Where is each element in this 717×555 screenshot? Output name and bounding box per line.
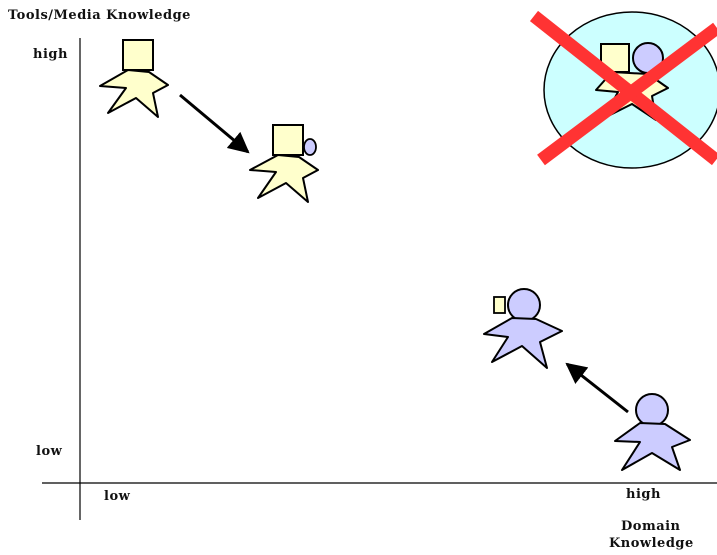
square-head-icon bbox=[272, 124, 304, 156]
x-axis-high-label: high bbox=[626, 487, 661, 502]
square-head-icon bbox=[122, 39, 154, 71]
domain-expert-figure bbox=[614, 393, 691, 471]
arrow-tools-to-learning bbox=[179, 93, 250, 154]
y-axis-low-label: low bbox=[36, 444, 63, 459]
x-axis-title-line2: Knowledge bbox=[609, 536, 694, 551]
circle-head-icon bbox=[635, 393, 669, 427]
domain-expert-learning-figure bbox=[483, 288, 563, 369]
tools-expert-figure bbox=[99, 39, 169, 118]
small-circle-icon bbox=[303, 138, 317, 156]
y-axis-high-label: high bbox=[33, 47, 68, 62]
person-body-icon bbox=[614, 422, 691, 471]
person-body-icon bbox=[99, 69, 169, 118]
x-axis-title-line1: Domain bbox=[621, 519, 681, 534]
y-axis-title: Tools/Media Knowledge bbox=[8, 8, 191, 23]
ideal-person-group bbox=[529, 10, 717, 169]
arrow-domain-to-learning bbox=[565, 362, 629, 414]
cross-icon bbox=[529, 10, 717, 166]
x-axis-low-label: low bbox=[104, 489, 131, 504]
circle-head-icon bbox=[507, 288, 541, 322]
small-square-icon bbox=[493, 296, 506, 314]
person-body-icon bbox=[483, 317, 563, 369]
tools-expert-learning-figure bbox=[249, 124, 319, 203]
cross-icon bbox=[537, 22, 717, 166]
person-body-icon bbox=[249, 154, 319, 203]
